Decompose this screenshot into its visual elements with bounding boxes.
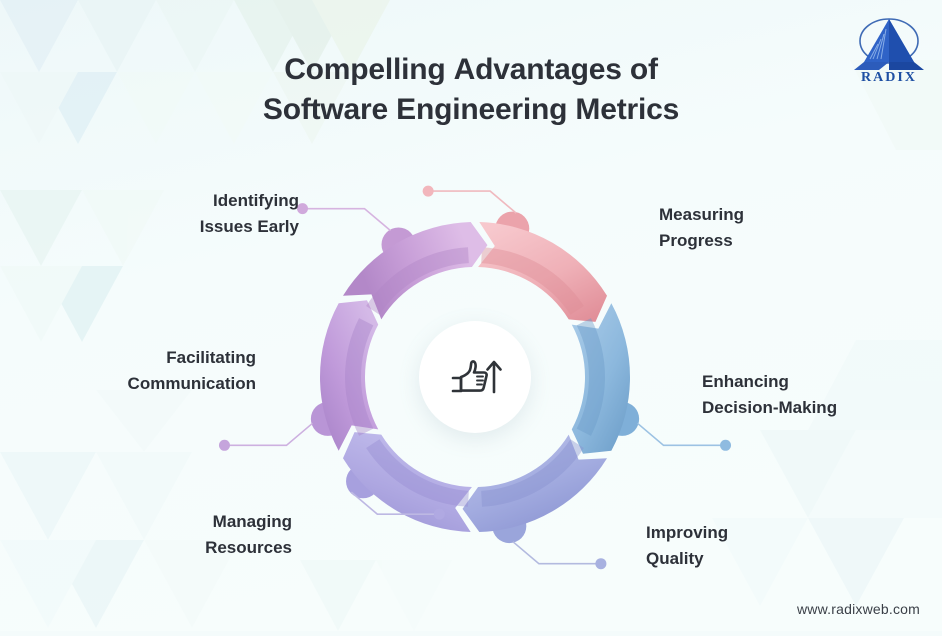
connector-line-enhancing-decision-making [512, 541, 601, 565]
connector-line-measuring-progress [637, 422, 726, 447]
connector-line-facilitating-communication [302, 207, 392, 232]
thumbs-up-arrow-up-icon [451, 360, 502, 394]
logo-wordmark: RADIX [861, 70, 917, 85]
label-line-2: Issues Early [199, 217, 299, 236]
label-line-2: Resources [205, 538, 292, 557]
connector-line-identifying-issues-early [428, 190, 517, 214]
label-managing-resources[interactable]: Managing Resources [32, 509, 292, 561]
connector-dot-measuring-progress [720, 439, 732, 451]
connector-line-improving-quality [350, 491, 440, 515]
label-line-2: Decision-Making [702, 398, 838, 417]
segment-bevel-improving-quality [366, 439, 469, 507]
label-line-2: Quality [646, 549, 704, 568]
connector-line-managing-resources [224, 422, 313, 447]
segment-bevel-facilitating-communication [366, 247, 469, 315]
pyramid-icon [854, 18, 924, 70]
segment-facilitating-communication[interactable] [342, 222, 488, 320]
label-line-1: Measuring [659, 205, 745, 224]
label-line-2: Progress [659, 231, 733, 250]
label-measuring-progress[interactable]: Measuring Progress [659, 202, 919, 254]
segment-bevel-enhancing-decision-making [481, 439, 584, 507]
connector-dot-improving-quality [433, 508, 445, 520]
label-improving-quality[interactable]: Improving Quality [646, 520, 886, 572]
connector-dot-identifying-issues-early [422, 185, 434, 197]
segment-bevel-identifying-issues-early [481, 247, 584, 315]
label-line-1: Managing [212, 512, 292, 531]
connector-dot-enhancing-decision-making [595, 558, 607, 570]
label-line-1: Facilitating [166, 348, 256, 367]
radix-logo[interactable]: RADIX [848, 14, 930, 90]
segment-bevel-measuring-progress [576, 318, 605, 436]
label-line-1: Identifying [213, 191, 299, 210]
label-enhancing-decision-making[interactable]: Enhancing Decision-Making [702, 369, 942, 421]
connector-dot-facilitating-communication [297, 203, 308, 215]
center-icon-wrap [419, 321, 531, 433]
label-line-1: Improving [646, 523, 729, 542]
segment-identifying-issues-early[interactable] [478, 222, 608, 322]
label-identifying-issues-early[interactable]: Identifying Issues Early [39, 188, 299, 240]
segment-managing-resources[interactable] [320, 300, 379, 451]
center-disc [419, 321, 531, 433]
label-facilitating-communication[interactable]: Facilitating Communication [0, 345, 256, 397]
connector-dot-managing-resources [218, 439, 230, 451]
website-url[interactable]: www.radixweb.com [796, 601, 920, 617]
segment-bevel-managing-resources [344, 318, 374, 436]
label-line-1: Enhancing [702, 372, 789, 391]
label-line-2: Communication [127, 374, 256, 393]
segment-measuring-progress[interactable] [571, 303, 630, 454]
segment-enhancing-decision-making[interactable] [462, 434, 608, 532]
segment-improving-quality[interactable] [342, 432, 472, 532]
